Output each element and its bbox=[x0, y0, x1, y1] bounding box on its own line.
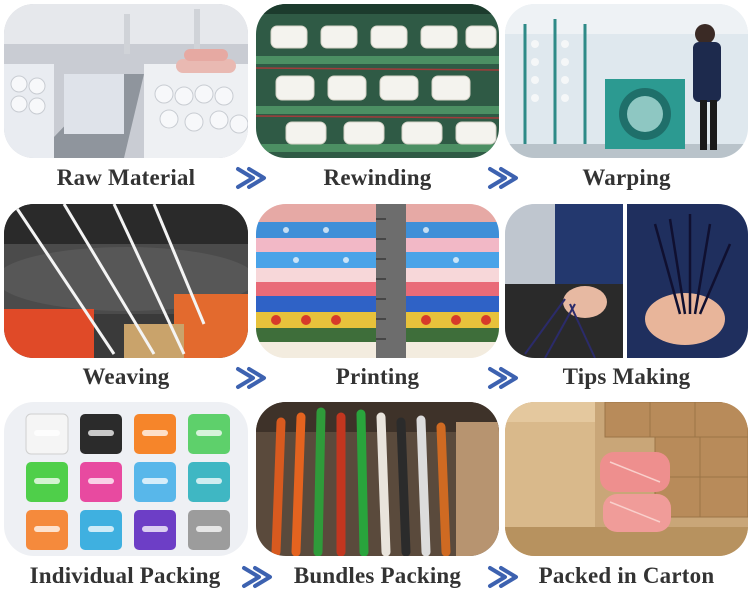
photo-rewinding bbox=[256, 4, 499, 158]
arrow-right-icon bbox=[235, 165, 269, 191]
arrow-right-icon bbox=[235, 365, 269, 391]
photo-weaving bbox=[4, 204, 248, 358]
arrow-right-icon bbox=[241, 564, 275, 590]
step-label-individual-packing: Individual Packing bbox=[29, 563, 221, 588]
arrow-right-icon bbox=[487, 165, 521, 191]
photo-warping bbox=[505, 4, 748, 158]
photo-bundles-packing bbox=[256, 402, 499, 556]
arrow-right-icon bbox=[487, 365, 521, 391]
photo-raw-material bbox=[4, 4, 248, 158]
step-label-raw-material: Raw Material bbox=[56, 165, 196, 190]
step-label-printing: Printing bbox=[335, 364, 420, 389]
step-label-weaving: Weaving bbox=[82, 364, 170, 389]
step-label-warping: Warping bbox=[582, 165, 671, 190]
photo-printing bbox=[256, 204, 499, 358]
arrow-right-icon bbox=[487, 564, 521, 590]
photo-tips-making bbox=[505, 204, 748, 358]
step-label-bundles-packing: Bundles Packing bbox=[293, 563, 462, 588]
photo-individual-packing bbox=[4, 402, 248, 556]
photo-packed-in-carton bbox=[505, 402, 748, 556]
step-label-packed-in-carton: Packed in Carton bbox=[538, 563, 715, 588]
step-label-rewinding: Rewinding bbox=[323, 165, 432, 190]
step-label-tips-making: Tips Making bbox=[562, 364, 691, 389]
